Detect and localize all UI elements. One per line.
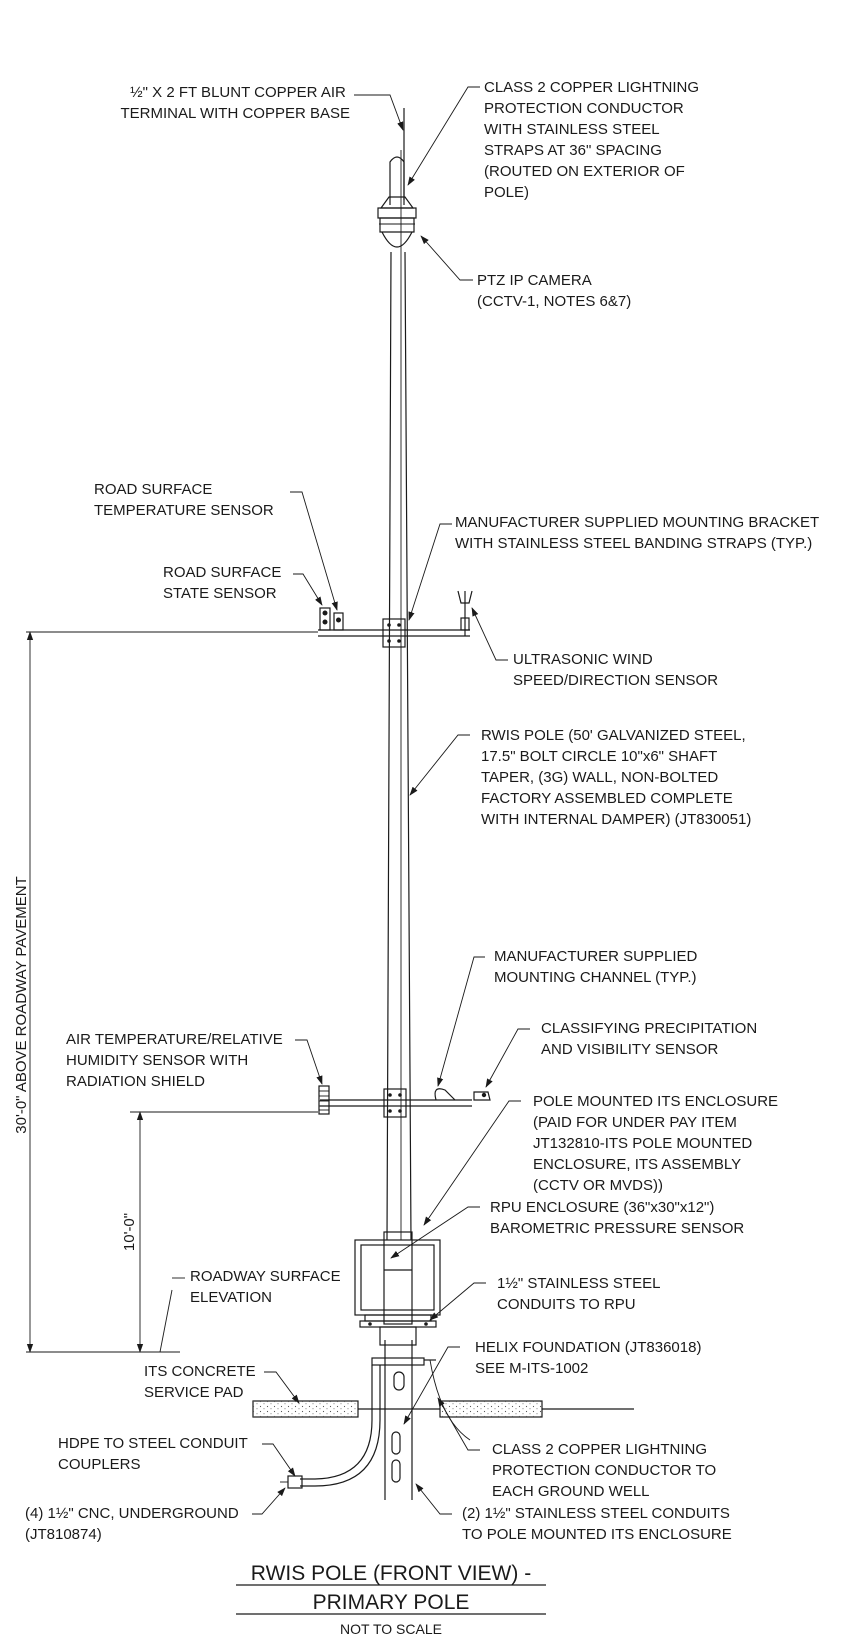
callout-its-enclosure: POLE MOUNTED ITS ENCLOSURE (PAID FOR UND… bbox=[533, 1093, 782, 1194]
callout-precip-sensor: CLASSIFYING PRECIPITATION AND VISIBILITY… bbox=[541, 1020, 761, 1058]
helix-foundation-body bbox=[371, 1326, 436, 1483]
radiation-shield-body bbox=[318, 1085, 330, 1115]
title-line-1: RWIS POLE (FRONT VIEW) - bbox=[251, 1562, 531, 1585]
pole-structure bbox=[384, 108, 413, 1500]
pole-foundation-shaft bbox=[384, 1340, 413, 1500]
callout-couplers: HDPE TO STEEL CONDUIT COUPLERS bbox=[58, 1435, 252, 1473]
callout-mounting-bracket: MANUFACTURER SUPPLIED MOUNTING BRACKET W… bbox=[455, 514, 823, 552]
callout-ss-conduits: (2) 1½" STAINLESS STEEL CONDUITS TO POLE… bbox=[462, 1505, 734, 1543]
callout-mounting-channel: MANUFACTURER SUPPLIED MOUNTING CHANNEL (… bbox=[494, 948, 702, 986]
callout-rwis-pole: RWIS POLE (50' GALVANIZED STEEL, 17.5" B… bbox=[481, 727, 751, 828]
callout-road-temp-sensor: ROAD SURFACE TEMPERATURE SENSOR bbox=[94, 481, 274, 519]
callout-helix: HELIX FOUNDATION (JT836018) SEE M-ITS-10… bbox=[475, 1339, 706, 1377]
callout-air-terminal: ½" X 2 FT BLUNT COPPER AIR TERMINAL WITH… bbox=[121, 84, 350, 122]
callout-road-state-sensor: ROAD SURFACE STATE SENSOR bbox=[163, 564, 286, 602]
underground-conduits bbox=[280, 1359, 471, 1489]
road-temp-sensor-body bbox=[319, 607, 331, 631]
scale-note: NOT TO SCALE bbox=[340, 1621, 442, 1637]
callout-conduits-rpu: 1½" STAINLESS STEEL CONDUITS TO RPU bbox=[497, 1275, 664, 1313]
lower-sensor-arm bbox=[318, 1085, 491, 1118]
upper-sensor-arm bbox=[318, 590, 473, 648]
callout-service-pad: ITS CONCRETE SERVICE PAD bbox=[144, 1363, 260, 1401]
title-line-2: PRIMARY POLE bbox=[313, 1591, 470, 1614]
pole-shaft bbox=[386, 251, 412, 1241]
road-state-sensor-body bbox=[333, 612, 344, 631]
precip-sensor-body bbox=[473, 1091, 491, 1101]
title-block: RWIS POLE (FRONT VIEW) - PRIMARY POLE NO… bbox=[236, 1562, 546, 1637]
callout-air-temp-sensor: AIR TEMPERATURE/RELATIVE HUMIDITY SENSOR… bbox=[66, 1031, 287, 1090]
dim-lower-label: 10'-0" bbox=[121, 1213, 138, 1251]
ptz-camera bbox=[377, 196, 417, 248]
grade-and-pads bbox=[252, 1400, 634, 1418]
dim-overall-label: 30'-0" ABOVE ROADWAY PAVEMENT bbox=[13, 876, 30, 1133]
callout-cnc-underground: (4) 1½" CNC, UNDERGROUND (JT810874) bbox=[25, 1505, 243, 1543]
callout-wind-sensor: ULTRASONIC WIND SPEED/DIRECTION SENSOR bbox=[513, 651, 718, 689]
callout-rpu-enclosure: RPU ENCLOSURE (36"x30"x12") BAROMETRIC P… bbox=[490, 1199, 744, 1237]
callout-road-elevation: ROADWAY SURFACE ELEVATION bbox=[190, 1268, 345, 1306]
leader-lines bbox=[172, 86, 530, 1515]
callout-lightning-conductor: CLASS 2 COPPER LIGHTNING PROTECTION COND… bbox=[484, 79, 703, 201]
callouts: ½" X 2 FT BLUNT COPPER AIR TERMINAL WITH… bbox=[25, 79, 823, 1543]
callout-ground-well: CLASS 2 COPPER LIGHTNING PROTECTION COND… bbox=[492, 1441, 720, 1500]
pole-top-cap bbox=[389, 156, 405, 205]
wind-sensor-body bbox=[457, 590, 473, 636]
callout-ptz-camera: PTZ IP CAMERA (CCTV-1, NOTES 6&7) bbox=[477, 272, 631, 310]
rpu-enclosure-body bbox=[354, 1231, 441, 1328]
dimension-lines bbox=[26, 631, 318, 1353]
